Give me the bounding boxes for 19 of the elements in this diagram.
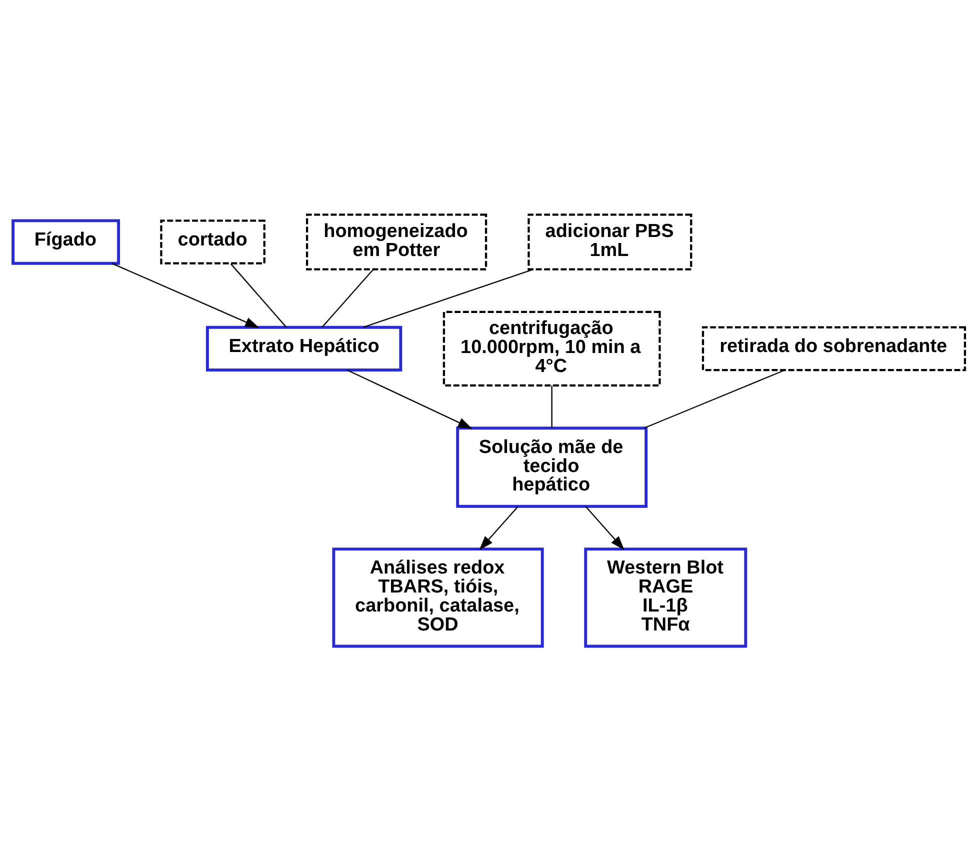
node-box: Solução mãe de tecido hepático xyxy=(456,426,648,508)
node-box: Western Blot RAGE IL-1β TNFα xyxy=(584,548,748,648)
arrow xyxy=(346,370,472,429)
node-box: retirada do sobrenadante xyxy=(702,326,966,372)
connector xyxy=(363,268,534,328)
node-box: Extrato Hepático xyxy=(206,326,402,372)
arrow xyxy=(585,506,624,550)
connector xyxy=(322,269,374,328)
connector xyxy=(644,370,786,429)
node-box: centrifugação 10.000rpm, 10 min a 4°C xyxy=(442,310,661,387)
node-box: Fígado xyxy=(12,219,120,265)
arrow xyxy=(479,506,518,550)
connector xyxy=(230,263,287,328)
connector xyxy=(551,386,552,428)
arrow xyxy=(112,263,260,328)
node-box: cortado xyxy=(160,220,266,264)
node-box: Análises redox TBARS, tióis, carbonil, catalase, SOD xyxy=(332,548,544,648)
node-box: adicionar PBS 1mL xyxy=(528,214,692,270)
node-box: homogeneizado em Potter xyxy=(306,214,488,270)
